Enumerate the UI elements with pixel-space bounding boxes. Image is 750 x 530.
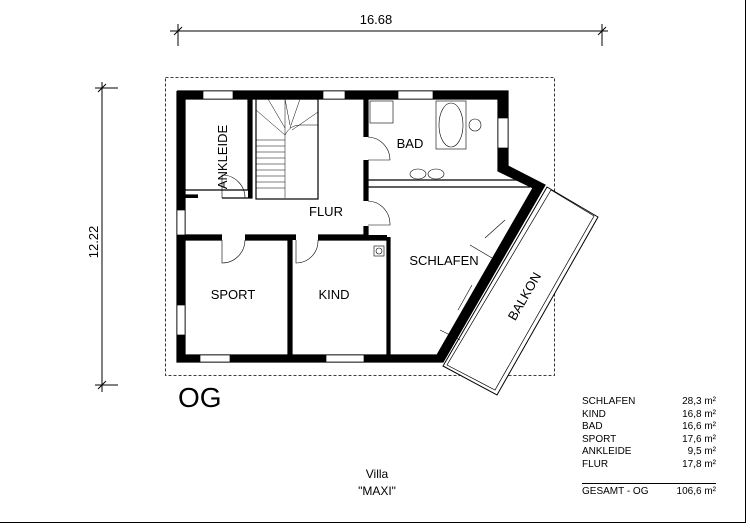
area-table: SCHLAFEN 28,3 m² KIND 16,8 m² BAD 16,6 m² S… [582,396,716,498]
room-area: 9,5 m² [687,446,716,458]
total-label: GESAMT - OG [582,485,649,497]
title-line2: "MAXI" [358,484,396,498]
room-area: 17,6 m² [682,433,716,445]
balcony-railing [446,189,595,391]
room-label-schlafen: SCHLAFEN [409,253,478,268]
total-area: 106,6 m² [676,485,716,497]
balcony-outline [442,186,599,396]
windows [176,90,509,363]
table-row: KIND 16,8 m² [582,409,716,422]
room-area: 16,6 m² [682,421,716,433]
room-name: BAD [582,421,603,433]
bathroom-fixtures [369,100,482,257]
staircase [255,98,319,198]
room-name: SCHLAFEN [582,396,636,407]
table-row: SCHLAFEN 28,3 m² [582,396,716,409]
floor-label: OG [178,382,222,413]
table-row: BAD 16,6 m² [582,421,716,434]
width-dimension-label: 16.68 [360,12,393,27]
room-label-sport: SPORT [211,287,256,302]
table-row: SPORT 17,6 m² [582,434,716,447]
room-label-bad: BAD [397,136,424,151]
room-area: 16,8 m² [682,408,716,420]
table-row: ANKLEIDE 9,5 m² [582,446,716,459]
title-line1: Villa [365,467,389,481]
room-area: 17,8 m² [682,458,716,470]
room-label-kind: KIND [318,287,349,302]
table-total-row: GESAMT - OG 106,6 m² [582,482,716,499]
room-name: FLUR [582,458,609,470]
room-name: SPORT [582,433,617,445]
table-row: FLUR 17,8 m² [582,459,716,472]
room-label-flur: FLUR [309,204,343,219]
room-name: ANKLEIDE [582,446,632,458]
width-dimension [170,24,608,46]
doors [221,136,506,341]
room-area: 28,3 m² [682,396,716,407]
height-dimension [95,82,118,392]
room-name: KIND [582,408,606,420]
height-dimension-label: 12.22 [86,226,101,259]
room-label-ankleide: ANKLEIDE [215,125,230,190]
